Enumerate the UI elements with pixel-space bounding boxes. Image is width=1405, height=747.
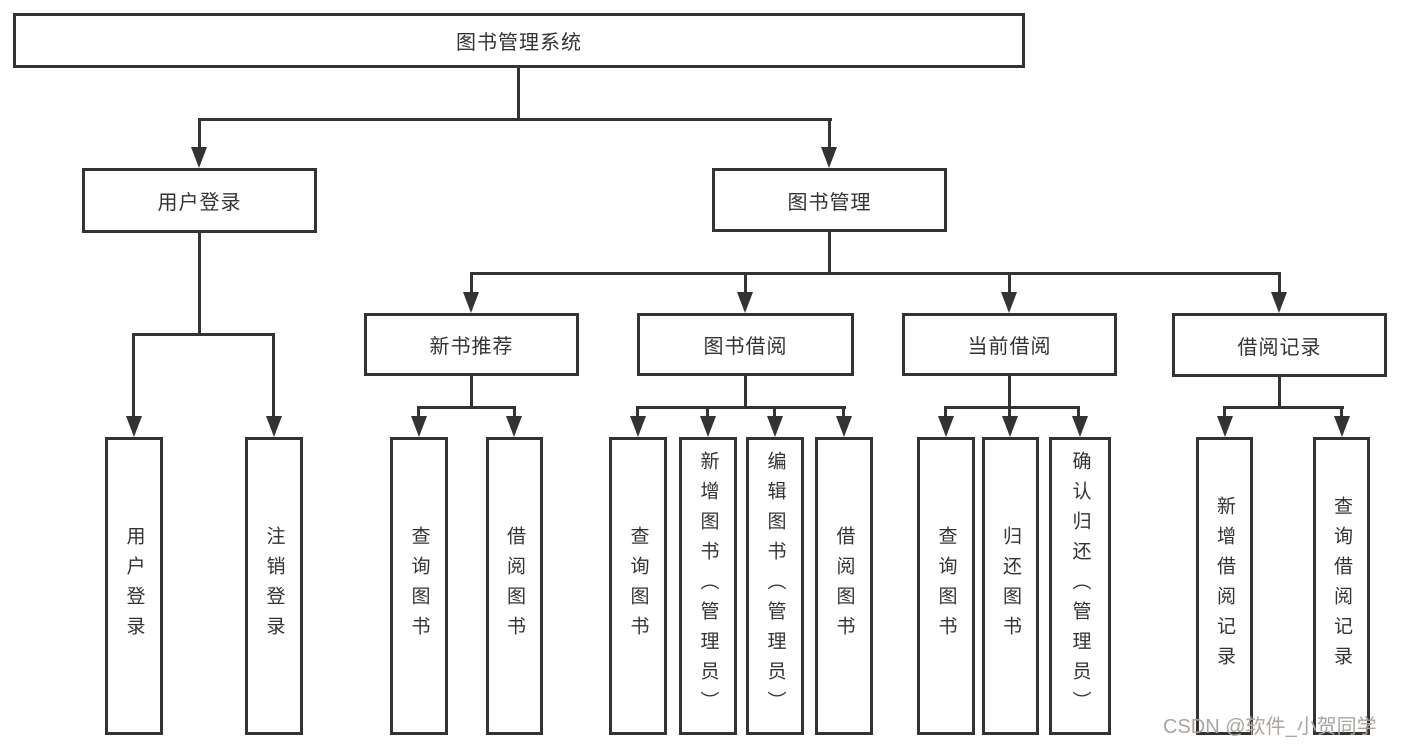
- leaf-user-login: 用户登录: [105, 437, 163, 735]
- connector-segment: [1008, 272, 1011, 296]
- connector-segment: [842, 406, 845, 418]
- connector-segment: [1008, 406, 1011, 418]
- leaf-borrowing-borrow-books-label: 借阅图书: [833, 526, 855, 646]
- arrow-down-icon: [463, 292, 479, 313]
- connector-segment: [828, 232, 831, 275]
- connector-segment: [517, 68, 520, 121]
- arrow-down-icon: [821, 147, 837, 168]
- leaf-confirm-return-admin: 确认归还（管理员）: [1049, 437, 1111, 735]
- leaf-confirm-return-admin-label: 确认归还（管理员）: [1069, 451, 1091, 721]
- arrow-down-icon: [1001, 292, 1017, 313]
- leaf-borrowing-query-books-label: 查询图书: [627, 526, 649, 646]
- arrow-down-icon: [1334, 416, 1350, 437]
- csdn-watermark: CSDN @软件_小贺同学: [1163, 716, 1377, 738]
- leaf-query-borrow-record: 查询借阅记录: [1313, 437, 1370, 735]
- connector-segment: [470, 376, 473, 409]
- leaf-add-books-admin: 新增图书（管理员）: [679, 437, 737, 735]
- leaf-current-query-books-label: 查询图书: [935, 526, 957, 646]
- connector-segment: [944, 406, 1080, 409]
- connector-segment: [1223, 406, 1226, 418]
- connector-segment: [272, 333, 275, 418]
- leaf-query-borrow-record-label: 查询借阅记录: [1331, 496, 1352, 676]
- connector-segment: [773, 406, 776, 418]
- connector-segment: [636, 406, 846, 409]
- connector-segment: [1278, 272, 1281, 296]
- leaf-return-books: 归还图书: [982, 437, 1039, 735]
- node-book-borrowing: 图书借阅: [637, 313, 854, 376]
- connector-segment: [1223, 406, 1344, 409]
- leaf-logout-label: 注销登录: [263, 526, 285, 646]
- connector-segment: [470, 272, 1281, 275]
- arrow-down-icon: [1072, 416, 1088, 437]
- leaf-borrowing-borrow-books: 借阅图书: [815, 437, 873, 735]
- connector-segment: [944, 406, 947, 418]
- connector-segment: [1278, 377, 1281, 409]
- connector-segment: [744, 376, 747, 409]
- connector-segment: [744, 272, 747, 296]
- arrow-down-icon: [938, 416, 954, 437]
- arrow-down-icon: [1217, 416, 1233, 437]
- arrow-down-icon: [836, 416, 852, 437]
- arrow-down-icon: [126, 416, 142, 437]
- connector-segment: [1077, 406, 1080, 418]
- leaf-add-borrow-record: 新增借阅记录: [1196, 437, 1253, 735]
- connector-segment: [417, 406, 516, 409]
- arrow-down-icon: [191, 147, 207, 168]
- node-borrow-records: 借阅记录: [1172, 313, 1387, 377]
- node-library-system: 图书管理系统: [13, 13, 1025, 68]
- arrow-down-icon: [1271, 292, 1287, 313]
- node-user-login: 用户登录: [82, 168, 317, 233]
- leaf-logout: 注销登录: [245, 437, 303, 735]
- connector-segment: [706, 406, 709, 418]
- leaf-user-login-label: 用户登录: [123, 526, 145, 646]
- arrow-down-icon: [506, 416, 522, 437]
- leaf-return-books-label: 归还图书: [1000, 526, 1021, 646]
- leaf-recommend-borrow-books-label: 借阅图书: [504, 526, 525, 646]
- leaf-current-query-books: 查询图书: [917, 437, 975, 735]
- connector-segment: [636, 406, 639, 418]
- node-book-management: 图书管理: [712, 168, 947, 232]
- arrow-down-icon: [737, 292, 753, 313]
- node-current-borrowing: 当前借阅: [902, 313, 1117, 376]
- arrow-down-icon: [700, 416, 716, 437]
- connector-segment: [132, 333, 275, 336]
- leaf-add-borrow-record-label: 新增借阅记录: [1214, 496, 1235, 676]
- connector-segment: [828, 118, 831, 150]
- arrow-down-icon: [767, 416, 783, 437]
- arrow-down-icon: [630, 416, 646, 437]
- arrow-down-icon: [266, 416, 282, 437]
- leaf-edit-books-admin-label: 编辑图书（管理员）: [764, 451, 786, 721]
- connector-segment: [198, 233, 201, 336]
- connector-segment: [1008, 376, 1011, 409]
- connector-segment: [470, 272, 473, 296]
- leaf-recommend-query-books: 查询图书: [390, 437, 448, 735]
- leaf-edit-books-admin: 编辑图书（管理员）: [746, 437, 804, 735]
- connector-segment: [417, 406, 420, 418]
- leaf-borrowing-query-books: 查询图书: [609, 437, 667, 735]
- connector-segment: [132, 333, 135, 418]
- leaf-recommend-query-books-label: 查询图书: [408, 526, 430, 646]
- connector-segment: [198, 118, 201, 150]
- leaf-recommend-borrow-books: 借阅图书: [486, 437, 543, 735]
- node-new-book-recommend: 新书推荐: [364, 313, 579, 376]
- connector-segment: [1340, 406, 1343, 418]
- connector-segment: [198, 118, 832, 121]
- connector-segment: [513, 406, 516, 418]
- arrow-down-icon: [411, 416, 427, 437]
- arrow-down-icon: [1002, 416, 1018, 437]
- leaf-add-books-admin-label: 新增图书（管理员）: [697, 451, 719, 721]
